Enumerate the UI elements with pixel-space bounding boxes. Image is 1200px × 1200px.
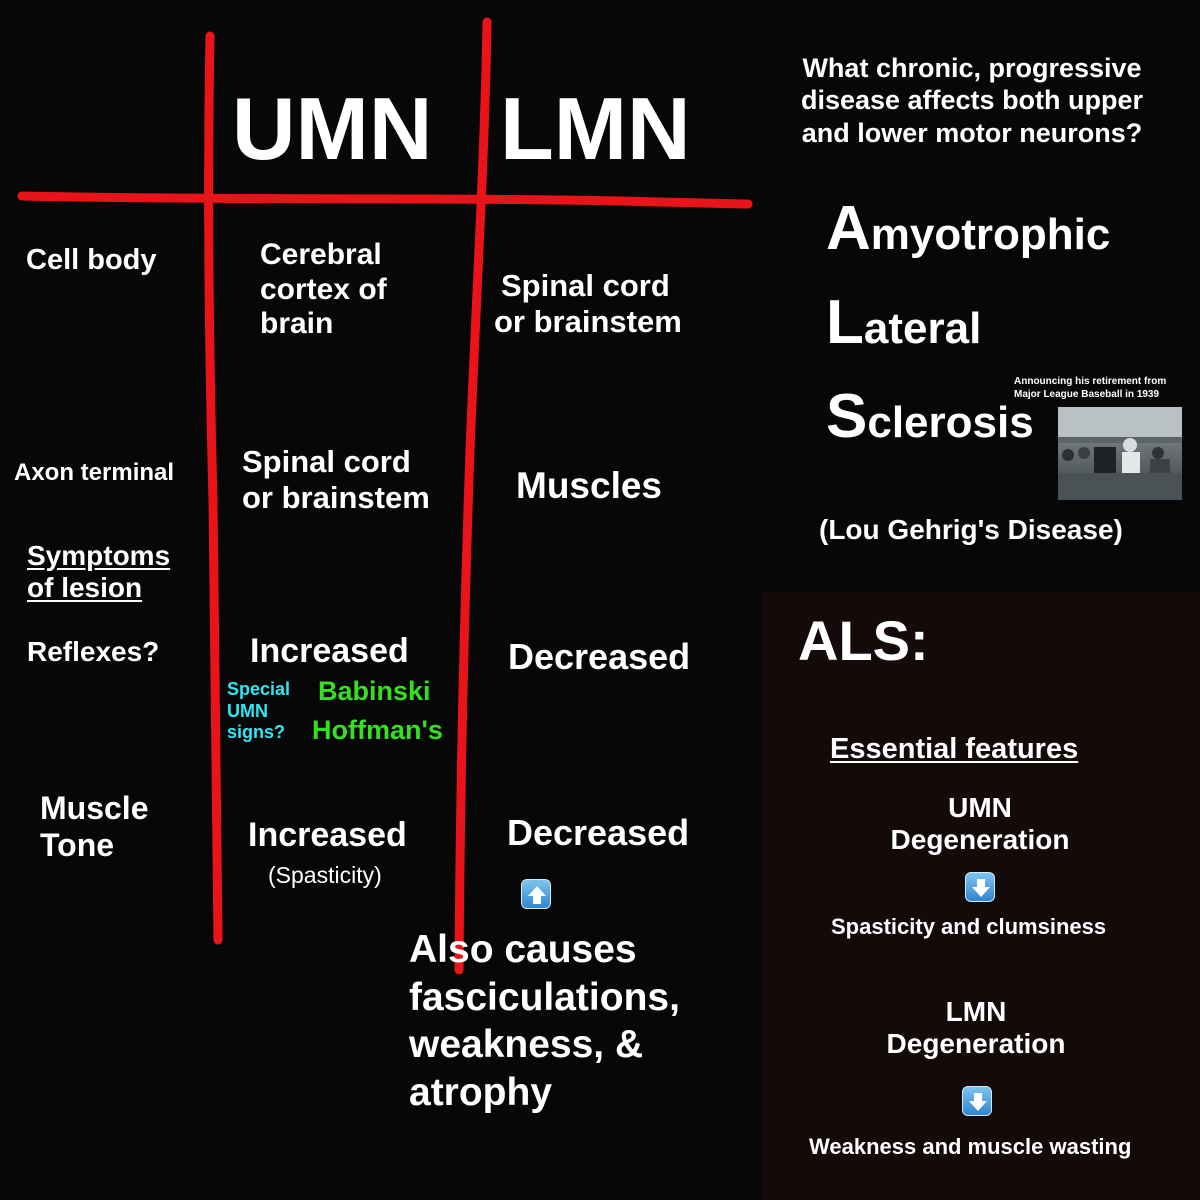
row-label-symptoms: Symptoms of lesion [27,540,171,604]
sign-hoffmans: Hoffman's [312,715,443,745]
umn-reflexes: Increased [250,632,409,670]
lmn-degeneration: LMN Degeneration [886,996,1066,1060]
acronym-amyotrophic: Amyotrophic [826,194,1111,263]
lou-gehrig-nickname: (Lou Gehrig's Disease) [819,514,1123,545]
umn-cell-body: Cerebral cortex of brain [260,238,387,340]
retirement-photo [1058,407,1182,500]
umn-muscle-tone: Increased [248,816,407,854]
photo-caption: Announcing his retirement from Major Lea… [1014,376,1167,400]
row-label-axon-terminal: Axon terminal [14,459,175,486]
umn-axon-terminal: Spinal cord or brainstem [242,444,430,515]
lmn-muscle-tone: Decreased [507,812,690,853]
umn-degeneration: UMN Degeneration [890,792,1070,856]
vertical-red-line-left [204,31,223,945]
umn-muscle-tone-note: (Spasticity) [268,862,382,888]
lmn-axon-terminal: Muscles [516,465,663,506]
acronym-sclerosis: Sclerosis [826,382,1034,451]
acronym-lateral: Lateral [826,288,982,357]
als-title: ALS: [798,609,929,672]
down-arrow-icon [962,1086,992,1116]
essential-features-title: Essential features [830,733,1079,765]
row-label-cell-body: Cell body [26,244,157,276]
horizontal-red-line [17,191,753,209]
sign-babinski: Babinski [318,676,431,706]
down-arrow-icon [965,872,995,902]
special-umn-signs-question: Special UMN signs? [227,679,291,743]
row-label-reflexes: Reflexes? [27,636,160,667]
also-causes-text: Also causes fasciculations, weakness, & … [409,928,680,1114]
row-label-muscle-tone: Muscle Tone [40,790,149,863]
umn-degeneration-effect: Spasticity and clumsiness [831,914,1107,939]
lmn-reflexes: Decreased [508,636,691,677]
header-umn: UMN [232,79,433,178]
up-arrow-icon [521,879,551,909]
header-lmn: LMN [500,79,691,178]
question-text: What chronic, progressive disease affect… [800,53,1144,148]
lmn-cell-body: Spinal cord or brainstem [494,268,682,339]
lmn-degeneration-effect: Weakness and muscle wasting [809,1134,1132,1159]
vertical-red-line-right [454,17,492,975]
